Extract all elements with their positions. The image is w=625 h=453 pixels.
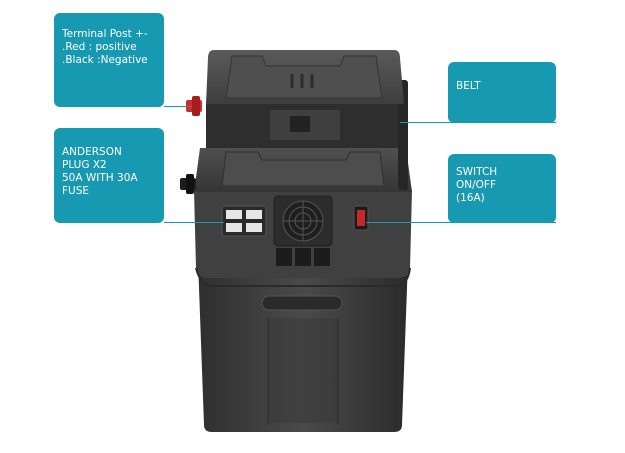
belt-strap — [206, 80, 408, 190]
cooling-fan — [273, 195, 333, 266]
callout-switch-line-2: ON/OFF — [456, 179, 497, 191]
callout-switch-line-1: SWITCH — [456, 166, 498, 178]
leader-terminal-post — [164, 106, 192, 107]
box-lower-body — [198, 260, 408, 432]
callout-belt: BELT — [448, 62, 556, 123]
callout-terminal-post-line-3: .Black :Negative — [62, 54, 148, 66]
callout-anderson-plug-line-4: FUSE — [62, 185, 90, 197]
leader-anderson-plug — [164, 222, 224, 223]
box-upper-lid — [206, 50, 404, 104]
callout-anderson-plug-line-3: 50A WITH 30A — [62, 172, 138, 184]
anderson-plugs — [221, 205, 267, 237]
callout-anderson-plug: ANDERSON PLUG X2 50A WITH 30A FUSE — [54, 128, 164, 223]
callout-terminal-post-line-2: .Red : positive — [62, 41, 137, 53]
callout-belt-line-1: BELT — [456, 80, 481, 92]
callout-terminal-post: Terminal Post +- .Red : positive .Black … — [54, 13, 164, 107]
box-lower-lid — [194, 148, 412, 192]
callout-anderson-plug-line-1: ANDERSON — [62, 146, 122, 158]
power-switch — [353, 205, 369, 231]
callout-terminal-post-line-1: Terminal Post +- — [62, 28, 148, 40]
callout-switch: SWITCH ON/OFF (16A) — [448, 154, 556, 223]
positive-terminal-post — [186, 96, 202, 116]
callout-anderson-plug-line-2: PLUG X2 — [62, 159, 107, 171]
callout-switch-line-3: (16A) — [456, 192, 485, 204]
negative-terminal-post — [180, 174, 196, 194]
